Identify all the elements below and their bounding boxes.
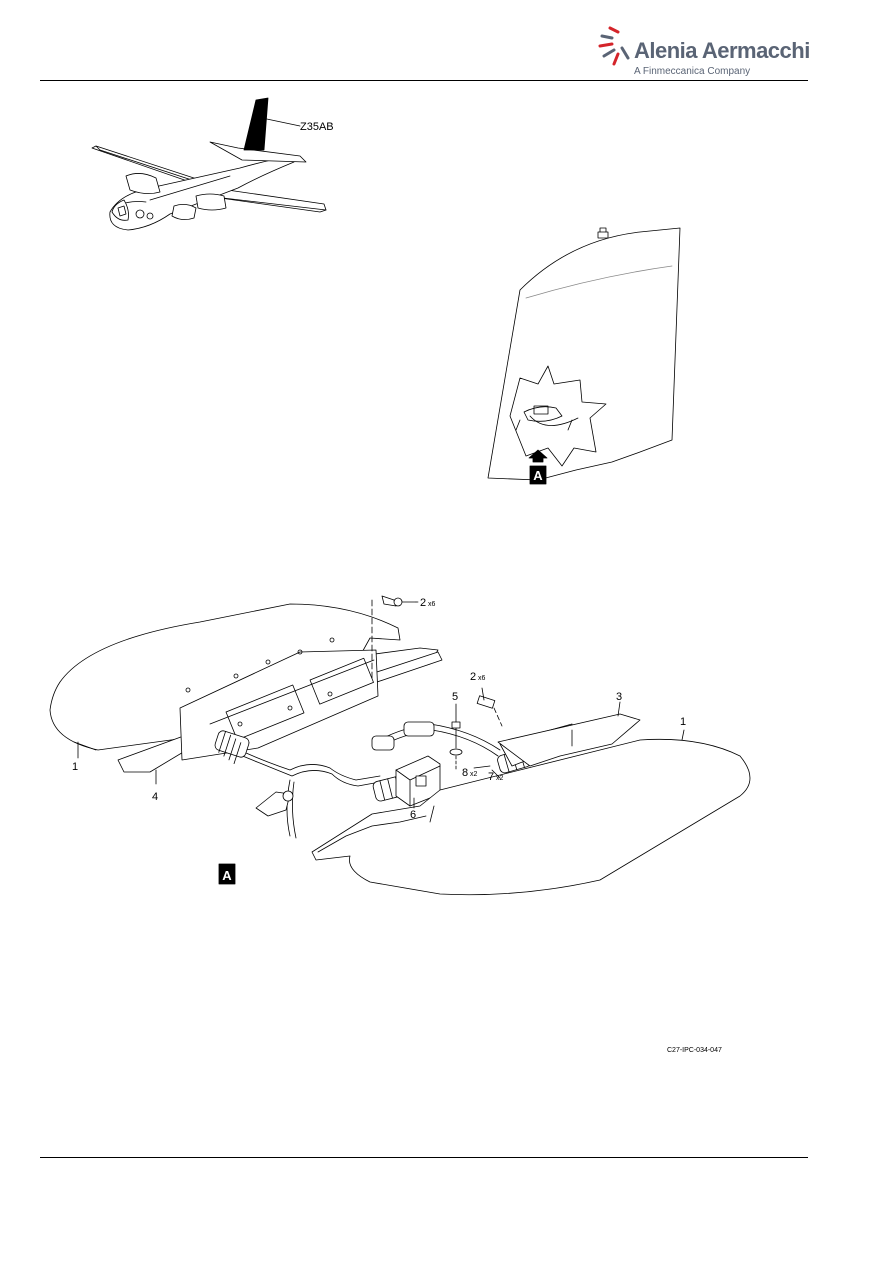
callout-4: 4 <box>152 791 158 803</box>
header-rule <box>40 80 808 81</box>
callout-8-qty: x2 <box>470 771 478 778</box>
callout-8: 8 <box>462 767 468 779</box>
fin-tip-view: A <box>487 227 681 485</box>
footer-rule <box>40 1157 808 1158</box>
callout-2-upper: 2 <box>420 597 426 609</box>
callout-6: 6 <box>410 809 416 821</box>
callout-1-left: 1 <box>72 761 78 773</box>
callout-2-upper-qty: x6 <box>428 601 436 608</box>
brand-tagline: A Finmeccanica Company <box>634 66 751 77</box>
company-logo: Alenia Aermacchi A Finmeccanica Company <box>596 24 810 84</box>
zone-label: Z35AB <box>300 121 334 133</box>
callout-2-right: 2 <box>470 671 476 683</box>
figure-code: C27-IPC-034-047 <box>667 1047 722 1054</box>
propeller-logo-icon <box>598 26 630 66</box>
callout-2-right-qty: x6 <box>478 675 486 682</box>
detail-a-view: A <box>49 595 751 896</box>
callout-5: 5 <box>452 691 458 703</box>
connector-left <box>214 730 250 764</box>
callout-1-right: 1 <box>680 716 686 728</box>
view-letter-top: A <box>533 468 543 483</box>
callout-7-qty: x2 <box>496 775 504 782</box>
brand-name: Alenia Aermacchi <box>634 38 810 63</box>
aircraft-overview: Z35AB <box>91 97 334 231</box>
callout-3: 3 <box>616 691 622 703</box>
callout-7: 7 <box>488 771 494 783</box>
view-letter-detail: A <box>222 868 232 883</box>
